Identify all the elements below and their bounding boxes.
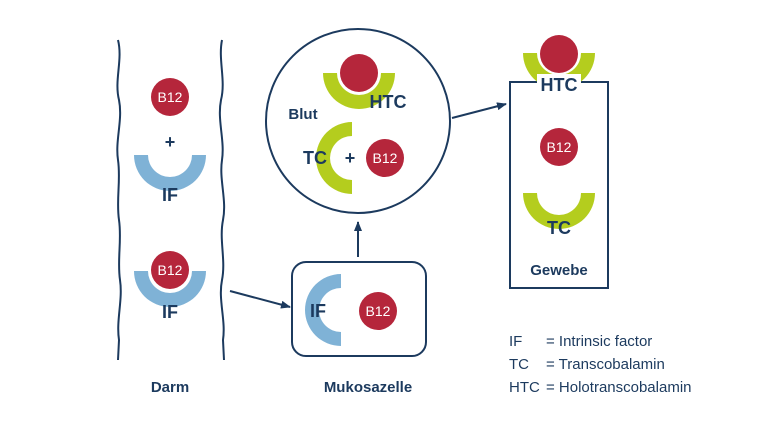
if-label: IF [162,185,178,205]
tissue-box [509,81,609,289]
intrinsic-factor-shape [305,274,341,346]
legend-definition: = Intrinsic factor [546,333,652,350]
transcobalamin-shape [316,122,352,194]
arrow-blood-to-tissue [451,102,507,119]
b12-molecule-free-blood [366,139,404,177]
arrow-intestine-to-mucosa [229,290,291,309]
b12-molecule-released [359,292,397,330]
if-label: IF [162,302,178,322]
gewebe-label: Gewebe [530,262,588,279]
htc-label: HTC [370,92,407,112]
legend-abbr: HTC [509,379,540,396]
intestine-section: B12 + IF B12 IF Darm [116,39,226,396]
b12-molecule-htc [540,35,578,73]
holotranscobalamin-shape [323,73,395,109]
tissue-section: HTC B12 TC Gewebe [509,35,609,289]
tc-label: TC [547,218,571,238]
transcobalamin-shape [523,193,595,229]
b12-label: B12 [373,150,398,166]
legend-abbr: IF [509,333,522,350]
legend-abbr: TC [509,356,529,373]
b12-label: B12 [158,262,183,278]
b12-molecule-htc [340,54,378,92]
blut-label: Blut [288,106,317,123]
plus-sign: + [165,132,176,152]
intrinsic-factor-bound-shape [134,271,206,307]
tc-label: TC [303,148,327,168]
mukosazelle-label: Mukosazelle [324,379,412,396]
darm-label: Darm [151,379,189,396]
b12-molecule-bound-if [151,251,189,289]
legend-definition: = Transcobalamin [546,356,665,373]
legend: IF = Intrinsic factor TC = Transcobalami… [509,333,692,396]
b12-molecule-free [151,78,189,116]
b12-label: B12 [547,139,572,155]
legend-definition: = Holotranscobalamin [546,379,692,396]
htc-label-backdrop [537,74,581,94]
blood-circle [265,28,451,214]
intestine-wall-right [218,39,226,361]
blood-section: HTC Blut TC + B12 [265,28,451,214]
htc-label: HTC [541,75,578,95]
b12-label: B12 [158,89,183,105]
mucosal-cell-section: IF B12 Mukosazelle [291,261,427,396]
b12-molecule-tissue [540,128,578,166]
plus-sign: + [345,148,356,168]
intestine-wall-left [116,39,122,361]
b12-label: B12 [366,303,391,319]
if-label: IF [310,301,326,321]
intrinsic-factor-shape [134,155,206,191]
